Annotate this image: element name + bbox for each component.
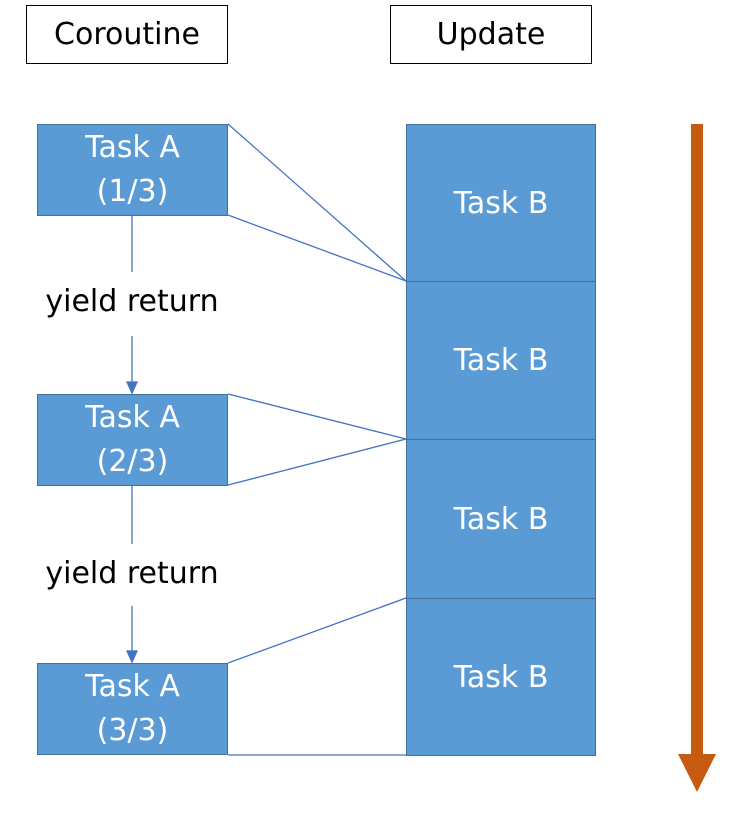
arrow-head-icon [125, 381, 139, 395]
task-b-frame-4: Task B [406, 598, 596, 756]
task-a-name: Task A [85, 669, 180, 704]
task-a-step: (1/3) [96, 174, 169, 209]
arrow-head-icon [125, 650, 139, 664]
time-arrow [678, 124, 716, 792]
task-b-frame-1: Task B [406, 124, 596, 282]
task-b-frame-2: Task B [406, 281, 596, 440]
task-a-box-1: Task A (1/3) [37, 124, 228, 216]
connector-line [227, 123, 407, 282]
connector-line [227, 597, 407, 664]
task-a-step: (3/3) [96, 713, 169, 748]
task-a-name: Task A [85, 130, 180, 165]
task-a-name: Task A [85, 400, 180, 435]
update-header: Update [390, 5, 592, 64]
yield-return-label: yield return [45, 284, 219, 319]
task-a-box-3: Task A (3/3) [37, 663, 228, 755]
time-arrow-head-icon [678, 754, 716, 792]
connector-line [227, 214, 407, 282]
frame-connectors [227, 123, 407, 756]
task-a-box-2: Task A (2/3) [37, 394, 228, 486]
task-a-step: (2/3) [96, 444, 169, 479]
yield-return-label: yield return [45, 556, 219, 591]
connector-line [227, 438, 407, 486]
coroutine-header: Coroutine [26, 5, 228, 64]
connector-line [227, 393, 407, 440]
yield-flow-arrows [125, 216, 139, 664]
time-arrow-shaft [691, 124, 703, 756]
task-b-frame-3: Task B [406, 439, 596, 599]
